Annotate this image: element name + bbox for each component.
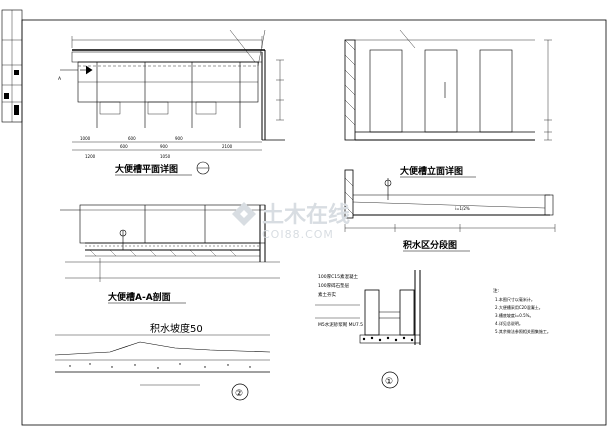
section-title: 大便槽A-A剖面 [108,291,171,303]
note-5: 5.其余做法参照相关图集施工。 [495,328,551,334]
dim-plan-7: 1050 [160,154,171,159]
detail-2-marker: ② [231,383,249,401]
detail-2-hatch [69,363,251,369]
note-4: 4.详见总说明。 [495,320,523,326]
water-zone-view [344,169,556,232]
dim-plan-1: 600 [128,136,136,141]
dim-plan-5: 900 [160,144,168,149]
detail-1-marker: ① [381,371,399,389]
note-2: 2.大便槽采用C20混凝土。 [495,304,543,310]
section-hatch [89,249,237,257]
dim-plan-6: 1200 [85,154,96,159]
svg-text:土木在线: 土木在线 [262,202,350,228]
detail-1-label-0: 100厚C15素混凝土 [318,273,358,280]
title-strip [1,9,23,123]
notes-block: 注: 1.本图尺寸以毫米计。 2.大便槽采用C20混凝土。 3.槽底坡度i=0.… [493,287,551,334]
sheet-border [21,19,607,426]
svg-text:COI88.COM: COI88.COM [262,228,334,241]
plan-view [60,29,285,151]
note-1: 1.本图尺寸以毫米计。 [495,296,535,302]
svg-text:②: ② [235,389,243,399]
section-mark-a: A [58,76,62,82]
slope-label: i=1/2% [455,206,470,211]
watermark: 土木在线 COI88.COM [232,202,350,241]
elevation-title: 大便槽立面详图 [400,165,463,177]
detail-1-label-3: M5水泥砂浆砌 MU7.5 [318,321,363,328]
svg-text:①: ① [385,377,393,387]
dim-plan-2: 900 [175,136,183,141]
detail-1-view [315,270,421,345]
dim-plan-4: 600 [120,144,128,149]
detail-1-hatch [362,336,414,342]
plan-title: 大便槽平面详图 [115,163,178,175]
dim-plan-0: 1000 [80,136,91,141]
detail-2-view [54,334,271,386]
detail-1-label-1: 100厚碎石垫层 [318,282,350,289]
section-view [60,204,280,282]
note-3: 3.槽底坡度i=0.5%。 [495,312,533,318]
water-zone-title: 积水区分段图 [403,239,457,251]
dim-plan-3: 2100 [222,144,233,149]
detail-1-label-2: 素土夯实 [318,291,336,298]
detail-2-label: 积水坡度50 [150,322,203,335]
plan-marker [196,161,210,175]
notes-title: 注: [493,287,499,294]
elevation-view [344,29,552,141]
